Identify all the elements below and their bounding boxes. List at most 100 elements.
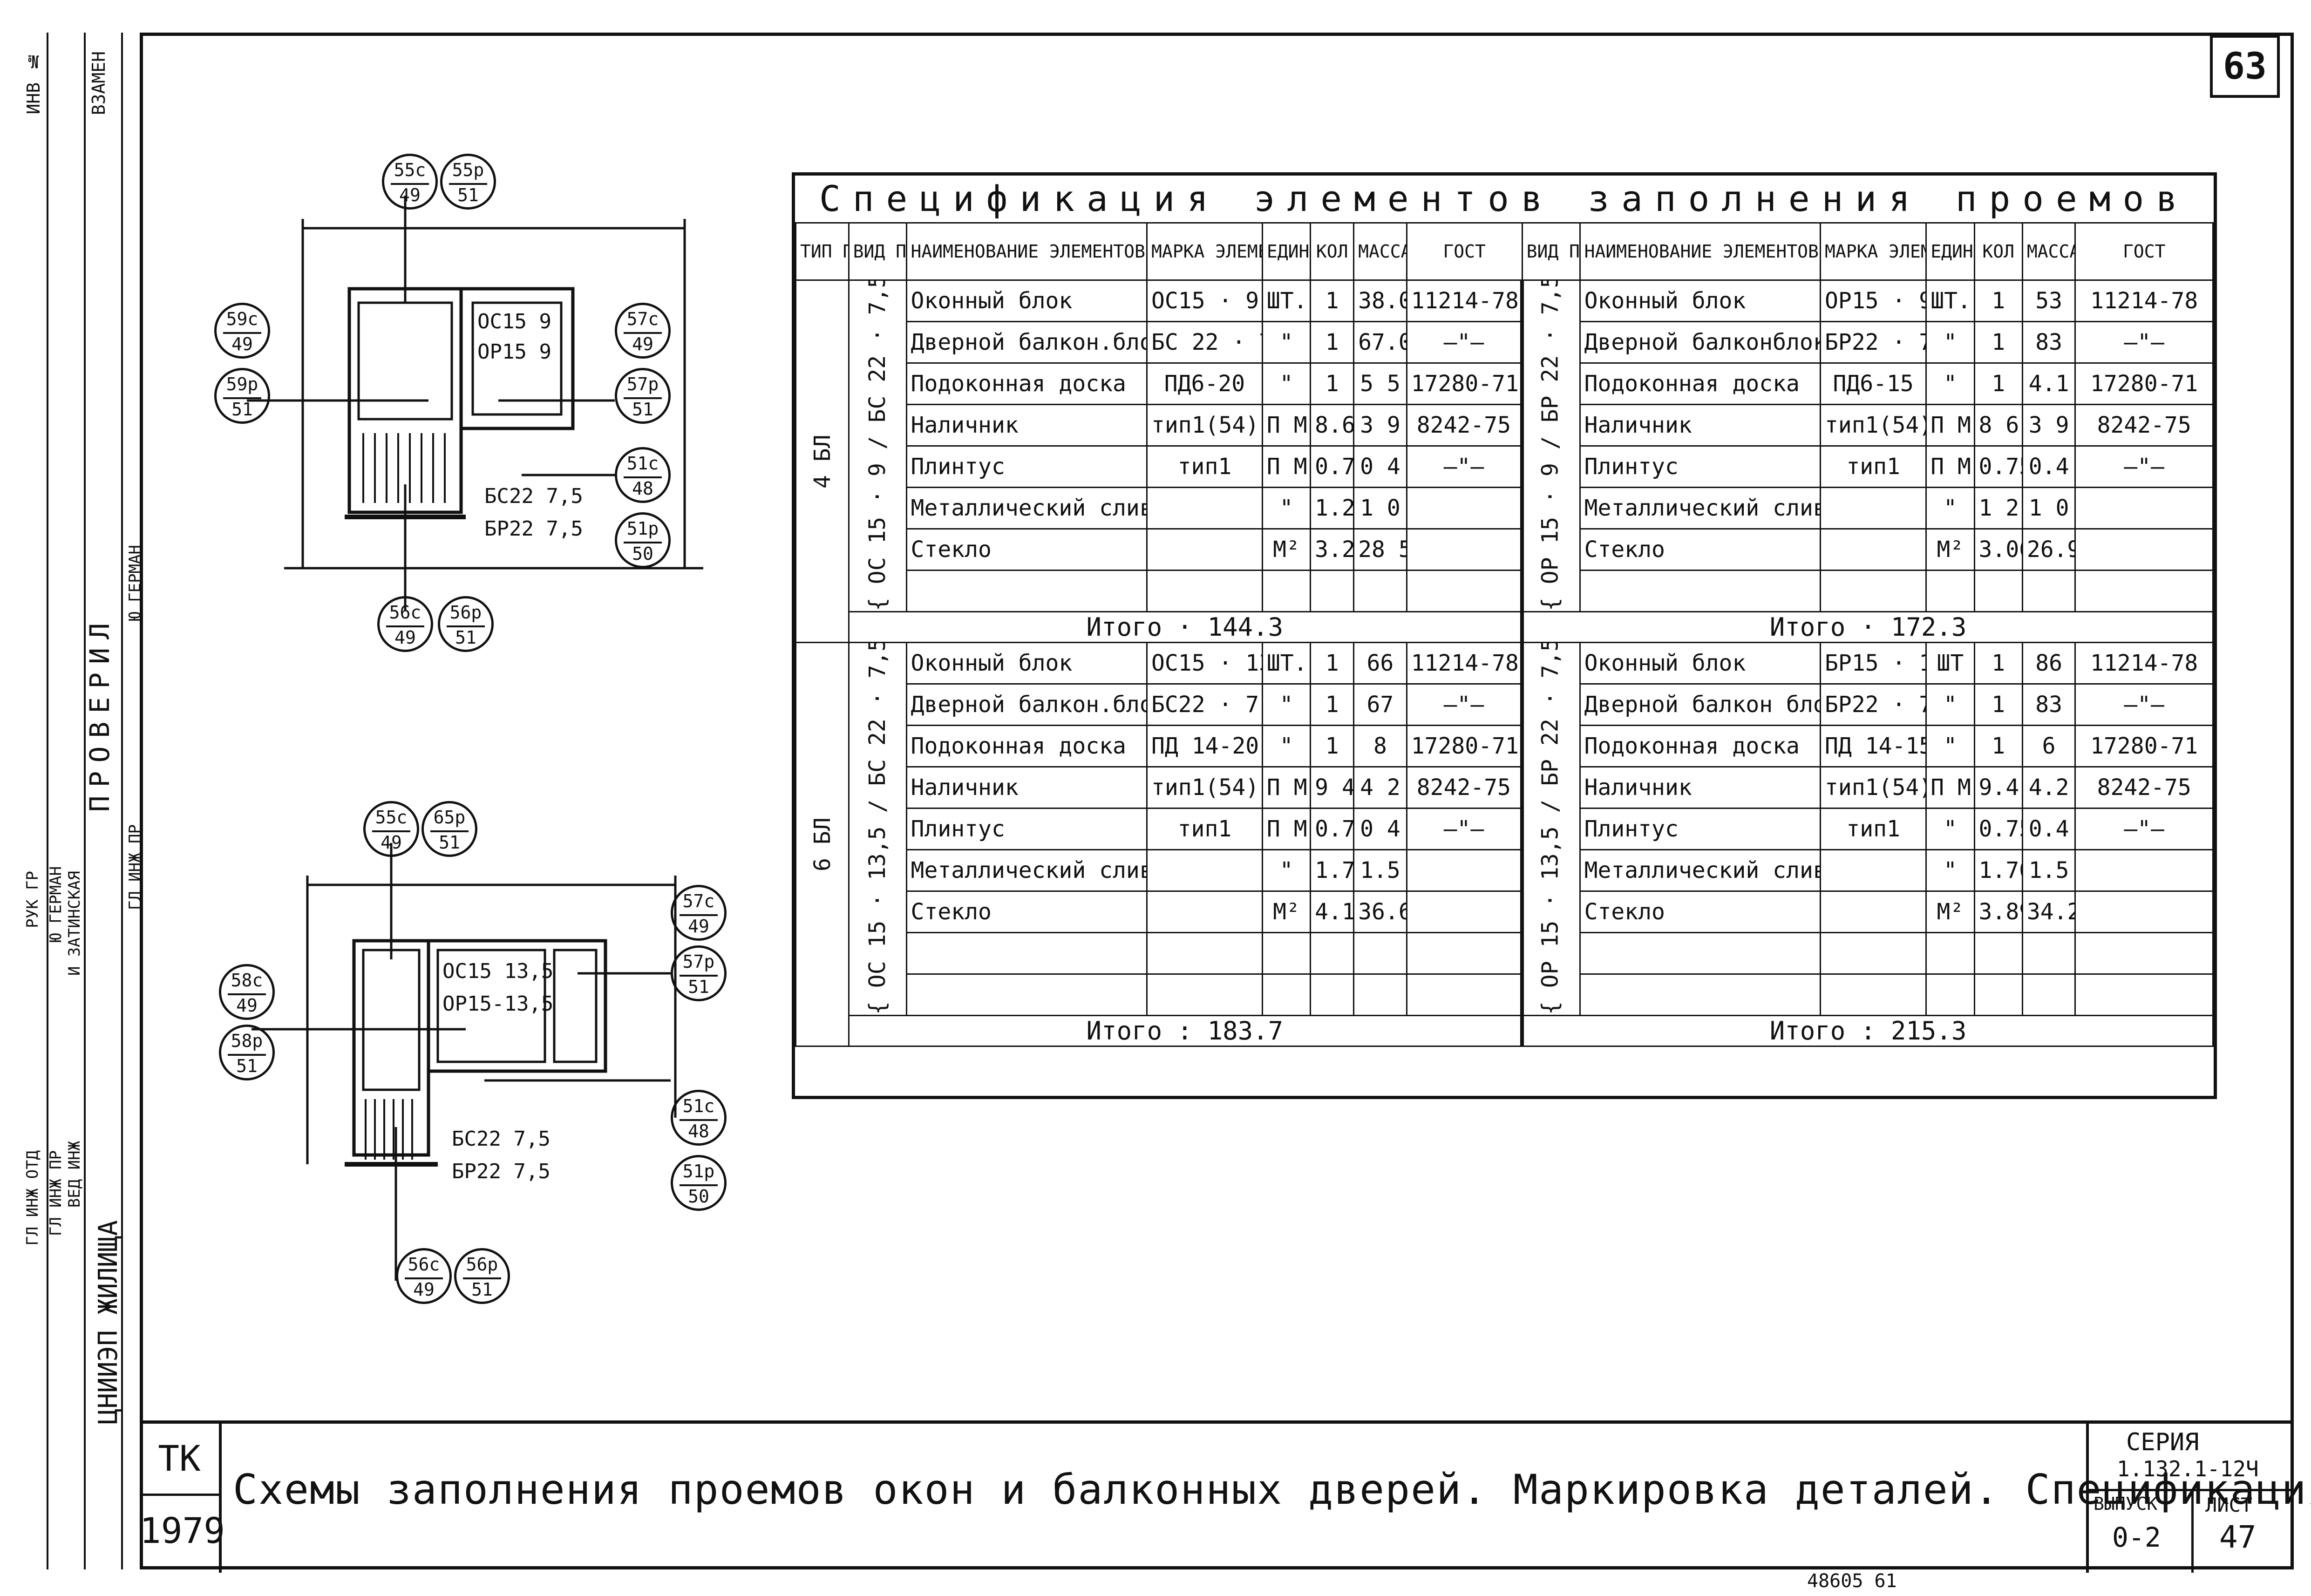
spec-cell: тип1(54) [1146, 766, 1263, 809]
spec-cell: —"— [2074, 445, 2214, 488]
spec-cell: тип1 [1146, 445, 1263, 488]
spec-cell: 1 0 [2021, 487, 2076, 530]
spec-cell: ПД 14-20 [1146, 725, 1263, 767]
spec-cell [1353, 570, 1407, 612]
col-header: МАССА КГ [2021, 222, 2076, 281]
spec-cell [1261, 932, 1312, 975]
spec-cell: П М [1261, 808, 1312, 850]
spec-cell: 1 [1310, 683, 1355, 726]
spec-cell: " [1261, 487, 1312, 530]
spec-cell: 67.0 [1353, 321, 1407, 364]
spec-cell [1146, 932, 1263, 975]
spec-cell: 1 2 [1973, 487, 2023, 530]
spec-cell [1406, 528, 1523, 571]
spec-row: Металлический слив"1.701.5Металлический … [796, 849, 2214, 892]
spec-cell: 1 [1310, 642, 1355, 685]
spec-cell: ОС15 · 13,5 [1146, 642, 1263, 685]
role-label: ГЛ ИНЖ ПР [47, 1150, 65, 1236]
signature-strip: ИНВ № ВЗАМЕН ПРОВЕРИЛ ЦНИИЭП ЖИЛИЩА ГЛ И… [19, 33, 144, 1569]
role-label: ГЛ ИНЖ ОТД [23, 1150, 42, 1246]
spec-cell: 38.0 [1353, 279, 1407, 322]
spec-cell: Плинтус [905, 445, 1148, 488]
spec-cell: 34.2 [2021, 890, 2076, 933]
spec-cell: " [1261, 362, 1312, 405]
spec-cell: " [1925, 487, 1975, 530]
spec-cell [1406, 849, 1523, 892]
spec-grid: ТИП ПРОЕМА ВИД ПРОЕМА НАИМЕНОВАНИЕ ЭЛЕМЕ… [795, 222, 2214, 1047]
spec-cell: Оконный блок [1579, 642, 1822, 685]
spec-cell: 8 6 [1973, 404, 2023, 447]
scheme-drawing [247, 196, 703, 610]
spec-cell [905, 973, 1148, 1016]
total-right: Итого · 172.3 [1520, 611, 2214, 643]
col-header: ЕДИН ИЗМ [1261, 222, 1312, 281]
element-label: ОР15-13,5 [442, 992, 554, 1016]
spec-cell: тип1 [1820, 808, 1927, 850]
spec-cell [1406, 890, 1523, 933]
signer-name: Ю ГЕРМАН [47, 866, 65, 943]
spec-cell: " [1925, 808, 1975, 850]
spec-cell: 66 [1353, 642, 1407, 685]
spec-cell: ШТ. [1261, 642, 1312, 685]
spec-cell: П М [1925, 445, 1975, 488]
spec-cell: 5 5 [1353, 362, 1407, 405]
spec-cell [1579, 973, 1822, 1016]
spec-cell: ШТ. [1261, 279, 1312, 322]
series-block: СЕРИЯ 1.132.1-12Ч ВЫПУСК 0-2 ЛИСТ 47 [2086, 1424, 2294, 1573]
element-label: БР22 7,5 [484, 517, 583, 541]
spec-cell [1820, 849, 1927, 892]
spec-cell: ОС15 · 9 [1146, 279, 1263, 322]
col-header: ГОСТ [2074, 222, 2214, 281]
element-label: БР22 7,5 [452, 1160, 551, 1183]
spec-cell: Дверной балкон.блок [905, 321, 1148, 364]
spec-cell [1146, 849, 1263, 892]
spec-cell: ШТ [1925, 642, 1975, 685]
proveril-label: ПРОВЕРИЛ [84, 615, 116, 812]
spec-cell: Стекло [1579, 890, 1822, 933]
scheme-drawing [251, 843, 677, 1281]
spec-cell [905, 932, 1148, 975]
spec-cell: 8242-75 [2074, 766, 2214, 809]
spec-cell: 83 [2021, 321, 2076, 364]
spec-cell: 3 9 [2021, 404, 2076, 447]
spec-cell: 1 [1310, 321, 1355, 364]
spec-cell: 53 [2021, 279, 2076, 322]
col-header: МАССА КГ [1353, 222, 1407, 281]
opening-view: { ОР 15 · 9 / БР 22 · 7,5 БЛОК [1522, 280, 1580, 612]
total-right: Итого : 215.3 [1520, 1015, 2214, 1047]
spec-cell [1310, 973, 1355, 1016]
total-left: Итого · 144.3 [848, 611, 1523, 643]
spec-cell: 3.06 [1973, 528, 2023, 571]
opening-view: { ОС 15 · 13,5 / БС 22 · 7,5 БЛОК [849, 642, 907, 1016]
spec-cell: 86 [2021, 642, 2076, 685]
spec-cell: 9.4 [1973, 766, 2023, 809]
spec-cell: М² [1925, 890, 1975, 933]
spec-cell: М² [1261, 890, 1312, 933]
spec-cell [1406, 973, 1523, 1016]
spec-cell: 0.75 [1973, 445, 2023, 488]
series-value: 1.132.1-12Ч [2117, 1456, 2259, 1481]
element-label: БС22 7,5 [484, 484, 583, 508]
spec-cell [2074, 973, 2214, 1016]
drawing-title: Схемы заполнения проемов окон и балконны… [233, 1466, 2311, 1514]
spec-cell: 1.70 [1973, 849, 2023, 892]
spec-cell: 8 [1353, 725, 1407, 767]
spec-cell: тип1(54) [1820, 766, 1927, 809]
spec-cell [1353, 932, 1407, 975]
role-label: ВЕД ИНЖ [65, 1141, 84, 1208]
spec-cell [1146, 890, 1263, 933]
